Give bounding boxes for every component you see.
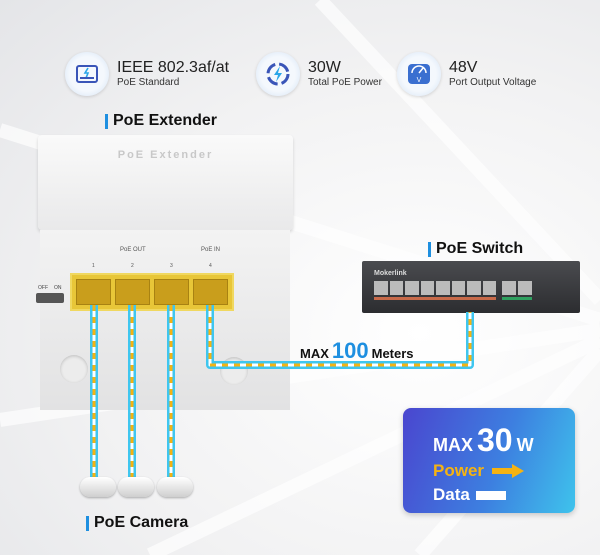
- port-number: 3: [170, 263, 173, 269]
- power-legend-label: Power: [433, 461, 485, 480]
- port-block: [70, 273, 234, 311]
- switch-label: PoE Switch: [428, 240, 523, 258]
- poe-extender-device: PoE Extender PoE OUT PoE IN 1 2 3 4 OFF …: [30, 135, 295, 410]
- ethernet-port-3[interactable]: [154, 279, 189, 305]
- feature-power: 30W Total PoE Power: [256, 52, 382, 96]
- power-switch[interactable]: [36, 293, 64, 303]
- poe-in-label: PoE IN: [201, 247, 221, 253]
- camera-label: PoE Camera: [86, 514, 188, 532]
- ethernet-port-2[interactable]: [115, 279, 150, 305]
- data-legend-label: Data: [433, 485, 470, 504]
- extender-label-text: PoE Extender: [113, 112, 218, 129]
- accent-bar: [428, 241, 431, 257]
- feature-voltage: V 48V Port Output Voltage: [397, 52, 536, 96]
- camera-icon: [118, 477, 154, 497]
- max-value: 30: [477, 422, 513, 458]
- port-number: 1: [92, 263, 95, 269]
- feature-title: IEEE 802.3af/at: [117, 59, 230, 76]
- switch-brand-logo: Mokerlink: [374, 270, 407, 277]
- max-prefix: MAX: [433, 435, 473, 455]
- feature-subtitle: Total PoE Power: [308, 77, 382, 88]
- power-legend-box: MAX 30 W Power Data: [403, 408, 575, 513]
- distance-suffix: Meters: [371, 346, 414, 361]
- poe-switch-device: Mokerlink: [362, 261, 580, 313]
- feature-title: 30W: [308, 59, 341, 76]
- camera-icon: [157, 477, 193, 497]
- port-number: 2: [131, 263, 134, 269]
- ethernet-port-1[interactable]: [76, 279, 111, 305]
- lightning-icon: [256, 52, 300, 96]
- camera-icon: [80, 477, 116, 497]
- lid-text: PoE Extender: [117, 149, 214, 161]
- extender-label: PoE Extender: [105, 112, 217, 130]
- ethernet-port-4[interactable]: [193, 279, 228, 305]
- arrow-right-icon: [492, 464, 525, 478]
- ethernet-port-icon: [65, 52, 109, 96]
- poe-out-label: PoE OUT: [120, 247, 146, 253]
- feature-title: 48V: [449, 59, 478, 76]
- distance-prefix: MAX: [300, 346, 329, 361]
- camera-label-text: PoE Camera: [94, 514, 189, 531]
- feature-subtitle: PoE Standard: [117, 77, 180, 88]
- svg-text:V: V: [417, 77, 422, 84]
- voltmeter-icon: V: [397, 52, 441, 96]
- distance-label: MAX 100 Meters: [300, 338, 414, 364]
- max-unit: W: [516, 435, 534, 455]
- distance-value: 100: [331, 338, 369, 363]
- switch-on-label: ON: [54, 285, 62, 291]
- accent-bar: [86, 515, 89, 531]
- accent-bar: [105, 113, 108, 129]
- feature-subtitle: Port Output Voltage: [449, 77, 537, 88]
- switch-off-label: OFF: [38, 285, 48, 291]
- switch-label-text: PoE Switch: [436, 240, 524, 257]
- data-legend-swatch: [475, 490, 506, 500]
- feature-poe-standard: IEEE 802.3af/at PoE Standard: [65, 52, 229, 96]
- port-number: 4: [209, 263, 212, 269]
